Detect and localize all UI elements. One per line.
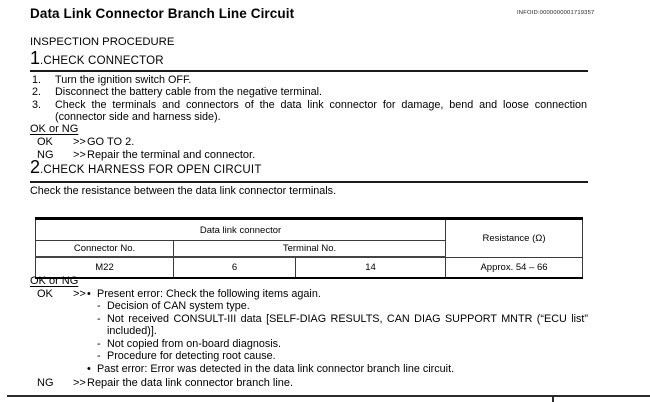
step1-number: 1: [30, 48, 41, 68]
resistance-table: Data link connector Resistance (Ω) Conne…: [34, 217, 584, 279]
table-col-terminal-no: Terminal No.: [172, 240, 447, 258]
result-arrow: >>: [73, 377, 86, 389]
table-col-connector-no: Connector No.: [35, 240, 174, 258]
ok-result-arrow: >>: [73, 288, 86, 300]
dash-marker: -: [97, 337, 101, 350]
step1-results: OK >> GO TO 2. NG >> Repair the terminal…: [37, 136, 255, 161]
sub-bullet-item: - Not copied from on-board diagnosis.: [97, 338, 588, 350]
result-row-ng: NG >> Repair the terminal and connector.: [37, 149, 255, 162]
step1-title: .CHECK CONNECTOR: [40, 55, 164, 67]
bullet-marker: •: [87, 362, 91, 375]
sub-bullet-item: - Decision of CAN system type.: [97, 300, 588, 312]
list-item-number: 2.: [32, 86, 42, 99]
ok-result-bullet-list: • Present error: Check the following ite…: [87, 288, 588, 375]
table-row: M22 6 14 Approx. 54 – 66: [35, 256, 584, 279]
inspection-procedure-heading: INSPECTION PROCEDURE: [30, 36, 175, 48]
result-text: GO TO 2.: [87, 136, 135, 148]
cell-terminal-2: 14: [294, 256, 447, 279]
ok-result-label: OK: [37, 288, 53, 300]
result-text: Repair the data link connector branch li…: [87, 377, 294, 389]
next-table-column-divider: [552, 395, 554, 402]
bullet-text: Past error: Error was detected in the da…: [97, 362, 455, 375]
sub-bullet-item: - Not received CONSULT-III data [SELF-DI…: [97, 313, 588, 338]
cell-terminal-1: 6: [173, 256, 296, 279]
dash-marker: -: [97, 312, 101, 325]
result-arrow: >>: [73, 148, 86, 161]
result-text: Repair the terminal and connector.: [87, 148, 256, 161]
list-item: 1. Turn the ignition switch OFF.: [30, 74, 587, 86]
step2-number: 2: [30, 157, 41, 177]
result-label: NG: [37, 377, 54, 389]
result-label: NG: [37, 148, 54, 161]
step2-rule: [30, 181, 588, 183]
okng-label-step1: OK or NG: [30, 123, 79, 135]
list-item-number: 1.: [32, 74, 42, 86]
dash-marker: -: [97, 350, 101, 363]
okng-label-step2: OK or NG: [30, 275, 79, 287]
cell-connector-no: M22: [35, 256, 174, 279]
bullet-text: Procedure for detecting root cause.: [107, 350, 276, 363]
result-row-ng-step2: NG >> Repair the data link connector bra…: [37, 377, 457, 390]
bullet-text: Present error: Check the following items…: [97, 288, 321, 300]
step1-instruction-list: 1. Turn the ignition switch OFF. 2. Disc…: [30, 74, 587, 124]
bullet-text: Decision of CAN system type.: [107, 300, 250, 313]
table-resistance-header: Resistance (Ω): [445, 218, 584, 258]
bullet-item: • Present error: Check the following ite…: [87, 288, 588, 300]
list-item-text: Turn the ignition switch OFF.: [55, 74, 192, 86]
table-group-header: Data link connector: [34, 218, 447, 241]
sub-bullet-item: - Procedure for detecting root cause.: [97, 350, 588, 362]
list-item: 2. Disconnect the battery cable from the…: [30, 86, 587, 98]
list-item-number: 3.: [32, 98, 42, 111]
step1-heading: 1.CHECK CONNECTOR: [30, 49, 164, 67]
table-header-row-2: Connector No. Terminal No.: [35, 240, 583, 258]
table-header-row-1: Data link connector Resistance (Ω): [34, 218, 584, 258]
page-title: Data Link Connector Branch Line Circuit: [30, 6, 295, 21]
list-item-text: Check the terminals and connectors of th…: [55, 98, 587, 124]
bullet-marker: •: [87, 288, 91, 300]
step2-title: .CHECK HARNESS FOR OPEN CIRCUIT: [40, 164, 262, 176]
bullet-item: • Past error: Error was detected in the …: [87, 363, 588, 375]
result-label: OK: [37, 136, 53, 148]
list-item: 3. Check the terminals and connectors of…: [30, 99, 587, 124]
result-row-ok: OK >> GO TO 2.: [37, 136, 255, 149]
cell-resistance: Approx. 54 – 66: [445, 256, 584, 279]
bullet-text: Not copied from on-board diagnosis.: [107, 337, 282, 350]
bullet-text: Not received CONSULT-III data [SELF-DIAG…: [107, 312, 588, 338]
infoid-label: INFOID:0000000001719357: [517, 10, 595, 16]
next-table-top-border: [7, 395, 650, 397]
list-item-text: Disconnect the battery cable from the ne…: [55, 86, 323, 99]
result-arrow: >>: [73, 136, 86, 148]
step2-intro-text: Check the resistance between the data li…: [30, 185, 337, 197]
step1-rule: [30, 70, 588, 72]
step2-heading: 2.CHECK HARNESS FOR OPEN CIRCUIT: [30, 158, 262, 176]
dash-marker: -: [97, 300, 101, 313]
